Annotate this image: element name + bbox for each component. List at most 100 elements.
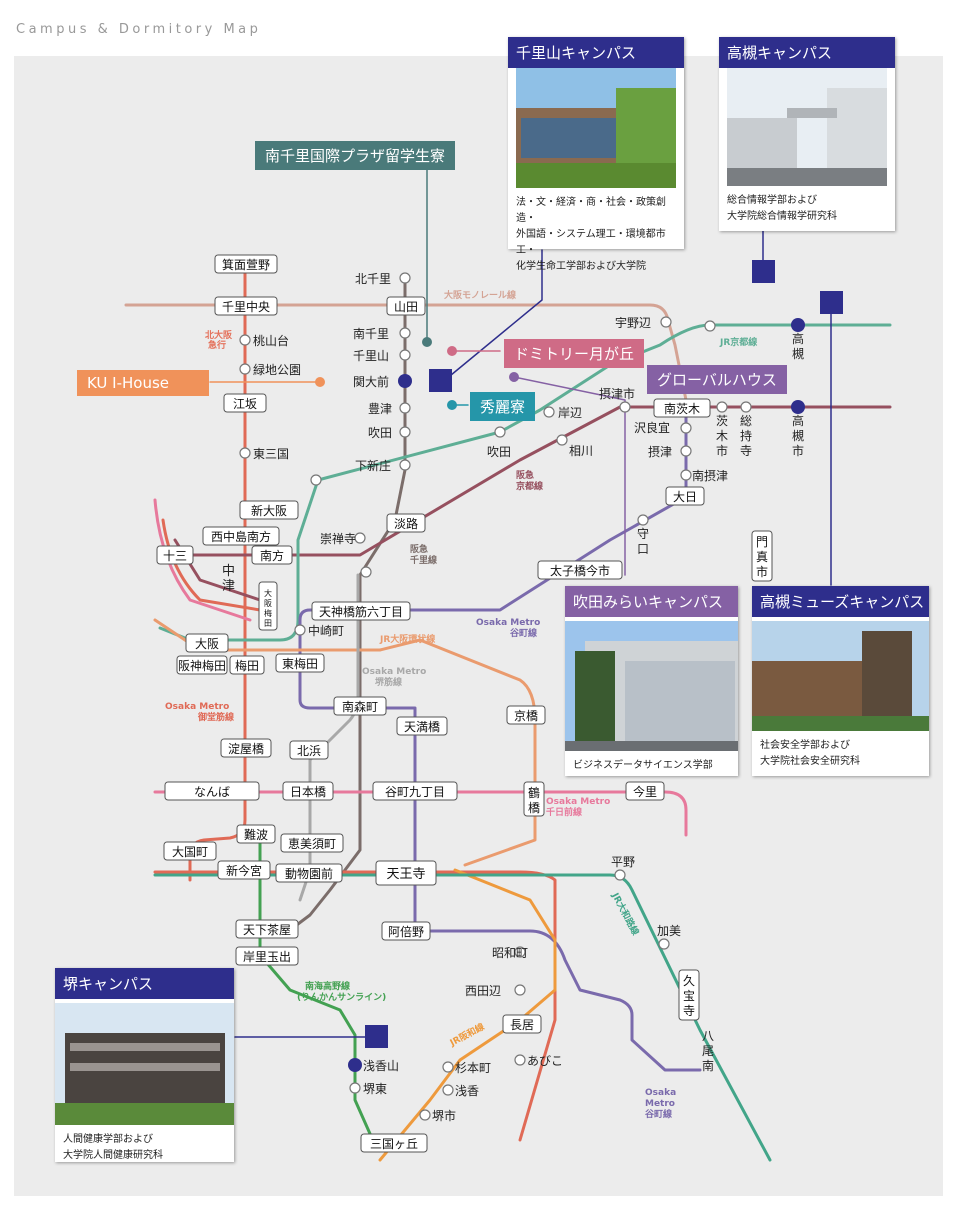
campus-photo xyxy=(565,621,738,751)
svg-text:Osaka Metro: Osaka Metro xyxy=(165,702,229,712)
campus-desc: ビジネスデータサイエンス学部 xyxy=(573,760,713,771)
svg-text:豊津: 豊津 xyxy=(368,402,392,416)
station-minamimorimachi: 南森町 xyxy=(333,696,387,716)
svg-text:難波: 難波 xyxy=(244,827,268,842)
dorm-global-house[interactable]: グローバルハウス xyxy=(647,365,787,394)
line-tanimachi xyxy=(298,618,702,1072)
svg-text:浅香: 浅香 xyxy=(455,1084,479,1098)
dot-global xyxy=(509,372,519,382)
svg-text:急行: 急行 xyxy=(208,339,226,351)
svg-text:京橋: 京橋 xyxy=(514,709,538,723)
station-yamada: 山田 xyxy=(386,296,426,316)
svg-text:門: 門 xyxy=(756,535,768,549)
campus-name: 高槻キャンパス xyxy=(719,37,895,68)
marker-sakai xyxy=(365,1025,388,1048)
svg-text:淀屋橋: 淀屋橋 xyxy=(228,742,264,756)
svg-text:十三: 十三 xyxy=(163,549,187,563)
svg-text:高: 高 xyxy=(792,413,804,428)
svg-text:梅田: 梅田 xyxy=(235,658,259,673)
campus-building-image xyxy=(565,621,738,751)
campus-card-suita-mirai[interactable]: 吹田みらいキャンパス ビジネスデータサイエンス学部 xyxy=(565,586,738,776)
station-nanba-nankai: 難波 xyxy=(236,824,276,844)
svg-text:槻: 槻 xyxy=(792,428,804,443)
dot-ihouse xyxy=(315,377,325,387)
station-tsuruhashi: 鶴橋 xyxy=(523,781,545,817)
marker-senriyama xyxy=(429,369,452,392)
station-kyuhoji: 久宝寺 xyxy=(678,969,700,1021)
svg-text:堺筋線: 堺筋線 xyxy=(375,676,402,688)
campus-name: 吹田みらいキャンパス xyxy=(565,586,738,617)
station-taishibashi: 太子橋今市 xyxy=(537,560,623,580)
station-kishinosato: 岸里玉出 xyxy=(235,946,299,966)
campus-card-senriyama[interactable]: 千里山キャンパス 法・文・経済・商・社会・政策創造・外国語・システム理工・環境都… xyxy=(508,37,684,272)
station-nagai: 長居 xyxy=(502,1014,542,1034)
svg-text:Osaka Metro: Osaka Metro xyxy=(546,797,610,807)
station-kadomashi: 門真市 xyxy=(751,530,773,582)
svg-text:南茨木: 南茨木 xyxy=(664,401,700,416)
svg-text:堺東: 堺東 xyxy=(363,1082,387,1096)
station-dobutsuenmae: 動物園前 xyxy=(275,863,343,883)
svg-text:天下茶屋: 天下茶屋 xyxy=(243,922,291,937)
svg-text:あびこ: あびこ xyxy=(527,1054,563,1068)
svg-text:山田: 山田 xyxy=(394,300,418,314)
dorm-shureiryo[interactable]: 秀麗寮 xyxy=(470,392,536,421)
svg-text:守: 守 xyxy=(637,527,649,541)
station-mikunigaoka: 三国ヶ丘 xyxy=(360,1133,428,1153)
station-takatsuki-dot xyxy=(791,318,805,332)
svg-text:南方: 南方 xyxy=(260,548,284,563)
svg-text:高: 高 xyxy=(792,331,804,346)
svg-text:大日: 大日 xyxy=(673,490,697,504)
station-esaka: 江坂 xyxy=(223,393,267,413)
dorm-tsukigaoka[interactable]: ドミトリー月が丘 xyxy=(504,339,645,368)
svg-text:京都線: 京都線 xyxy=(516,480,543,492)
station-shin-osaka: 新大阪 xyxy=(239,500,299,520)
svg-text:昭和町: 昭和町 xyxy=(492,946,528,960)
line-jr-kyoto xyxy=(158,323,892,642)
connector-global xyxy=(513,376,626,576)
svg-text:天満橋: 天満橋 xyxy=(404,720,440,734)
svg-text:下新庄: 下新庄 xyxy=(355,458,391,473)
station-higashi-umeda: 東梅田 xyxy=(275,653,325,673)
svg-text:摂津: 摂津 xyxy=(648,444,672,459)
svg-text:太子橋今市: 太子橋今市 xyxy=(550,563,610,578)
campus-building-image xyxy=(727,68,887,186)
dot-tsukigaoka xyxy=(447,346,457,356)
svg-text:八: 八 xyxy=(702,1029,714,1043)
campus-card-takatsuki[interactable]: 高槻キャンパス 総合情報学部および大学院総合情報学研究科 xyxy=(719,37,895,231)
station-imazato: 今里 xyxy=(625,781,665,801)
station-shin-imamiya: 新今宮 xyxy=(217,860,271,880)
svg-text:Metro: Metro xyxy=(645,1099,675,1109)
svg-text:吹田: 吹田 xyxy=(368,426,392,440)
campus-name: 高槻ミューズキャンパス xyxy=(752,586,929,617)
svg-text:大阪: 大阪 xyxy=(195,637,219,651)
svg-text:JR京都線: JR京都線 xyxy=(719,336,757,348)
campus-photo xyxy=(727,68,887,186)
svg-text:Osaka Metro: Osaka Metro xyxy=(362,667,426,677)
svg-text:南摂津: 南摂津 xyxy=(692,468,728,483)
campus-name: 千里山キャンパス xyxy=(508,37,684,68)
campus-card-sakai[interactable]: 堺キャンパス 人間健康学部および大学院人間健康研究科 xyxy=(55,968,234,1162)
dot-shureiryo xyxy=(447,400,457,410)
svg-text:阪急: 阪急 xyxy=(516,469,534,481)
campus-card-muse[interactable]: 高槻ミューズキャンパス 社会安全学部および大学院社会安全研究科 xyxy=(752,586,929,776)
station-kyobashi: 京橋 xyxy=(506,705,546,725)
campus-desc: 人間健康学部および大学院人間健康研究科 xyxy=(63,1134,163,1161)
svg-text:なんば: なんば xyxy=(194,785,230,799)
station-juso: 十三 xyxy=(156,545,194,565)
station-minamikata: 南方 xyxy=(251,545,293,565)
dorm-minamisenri[interactable]: 南千里国際プラザ留学生寮 xyxy=(255,141,456,170)
line-jr-hanwa xyxy=(378,868,557,1162)
campus-desc: 社会安全学部および大学院社会安全研究科 xyxy=(760,740,860,767)
station-takatsukishi-dot xyxy=(791,400,805,414)
svg-text:西田辺: 西田辺 xyxy=(465,984,501,998)
svg-text:岸辺: 岸辺 xyxy=(558,406,582,420)
station-daikokucho: 大国町 xyxy=(163,841,217,861)
svg-text:谷町線: 谷町線 xyxy=(645,1108,672,1120)
dorm-ku-ihouse[interactable]: KU I-House xyxy=(77,370,209,396)
svg-text:Osaka: Osaka xyxy=(645,1088,676,1098)
svg-text:関大前: 関大前 xyxy=(353,374,389,389)
svg-text:寺: 寺 xyxy=(683,1004,695,1018)
station-abeno: 阿倍野 xyxy=(381,921,431,941)
station-kandaimae-dot xyxy=(398,374,412,388)
